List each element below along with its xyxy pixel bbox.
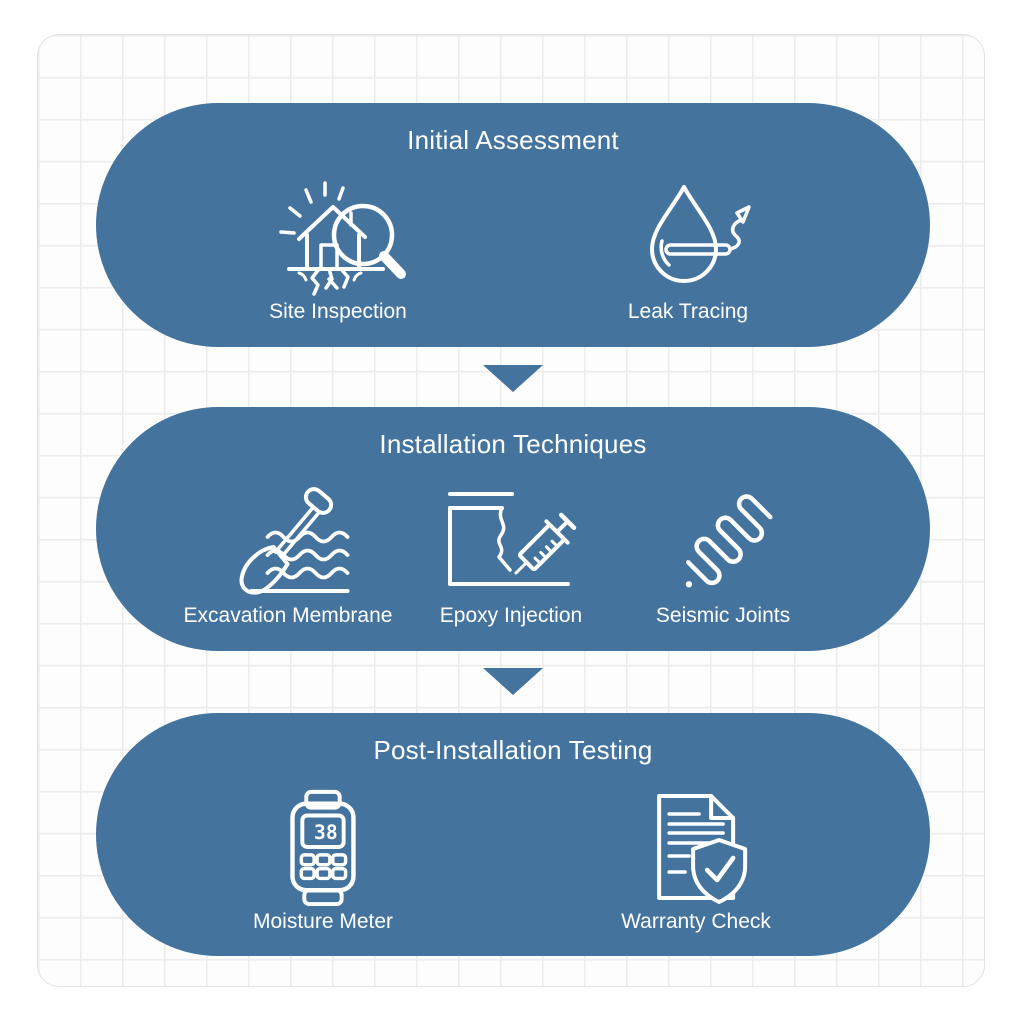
house-magnifier-icon (279, 181, 406, 296)
stage-pill-post-installation-testing: Post-Installation Testing 38 (96, 713, 930, 956)
flow-item-warranty-check: Warranty Check (621, 785, 771, 935)
flow-item-seismic-joints: Seismic Joints (656, 479, 790, 629)
down-arrow-icon (483, 668, 543, 695)
moisture-meter-icon: 38 (290, 789, 356, 906)
icon-box (436, 479, 586, 601)
item-label: Seismic Joints (655, 604, 791, 627)
icon-box (263, 175, 413, 297)
item-label: Excavation Membrane (183, 604, 393, 627)
svg-text:38: 38 (314, 821, 338, 844)
syringe-crack-icon (448, 492, 577, 586)
item-label: Site Inspection (269, 300, 407, 323)
stage-title: Post-Installation Testing (373, 735, 653, 765)
stage-pill-installation-techniques: Installation Techniques Excavation Membr (96, 407, 930, 651)
item-label: Moisture Meter (252, 910, 394, 933)
spring-coil-icon (685, 494, 773, 588)
flow-item-epoxy-injection: Epoxy Injection (436, 479, 586, 629)
stage-title: Installation Techniques (379, 429, 647, 459)
flow-item-excavation-membrane: Excavation Membrane (183, 479, 393, 629)
down-arrow-icon (483, 365, 543, 392)
item-label: Warranty Check (621, 910, 771, 933)
icon-box (184, 479, 393, 601)
water-drop-trace-icon (650, 185, 751, 283)
shovel-membrane-icon (240, 487, 350, 595)
flow-item-moisture-meter: 38 Moisture Meter (253, 785, 393, 935)
icon-box: 38 (253, 785, 393, 907)
grid-card: Initial Assessment (37, 34, 985, 987)
stage-pill-initial-assessment: Initial Assessment (96, 103, 930, 347)
document-shield-check-icon (656, 794, 747, 904)
icon-box (622, 175, 754, 297)
icon-box (656, 479, 790, 601)
icon-box (621, 785, 771, 907)
item-label: Leak Tracing (627, 300, 749, 323)
item-label: Epoxy Injection (439, 604, 583, 627)
flow-item-leak-tracing: Leak Tracing (622, 175, 754, 325)
stage-title: Initial Assessment (407, 125, 619, 155)
flow-item-site-inspection: Site Inspection (263, 175, 413, 325)
